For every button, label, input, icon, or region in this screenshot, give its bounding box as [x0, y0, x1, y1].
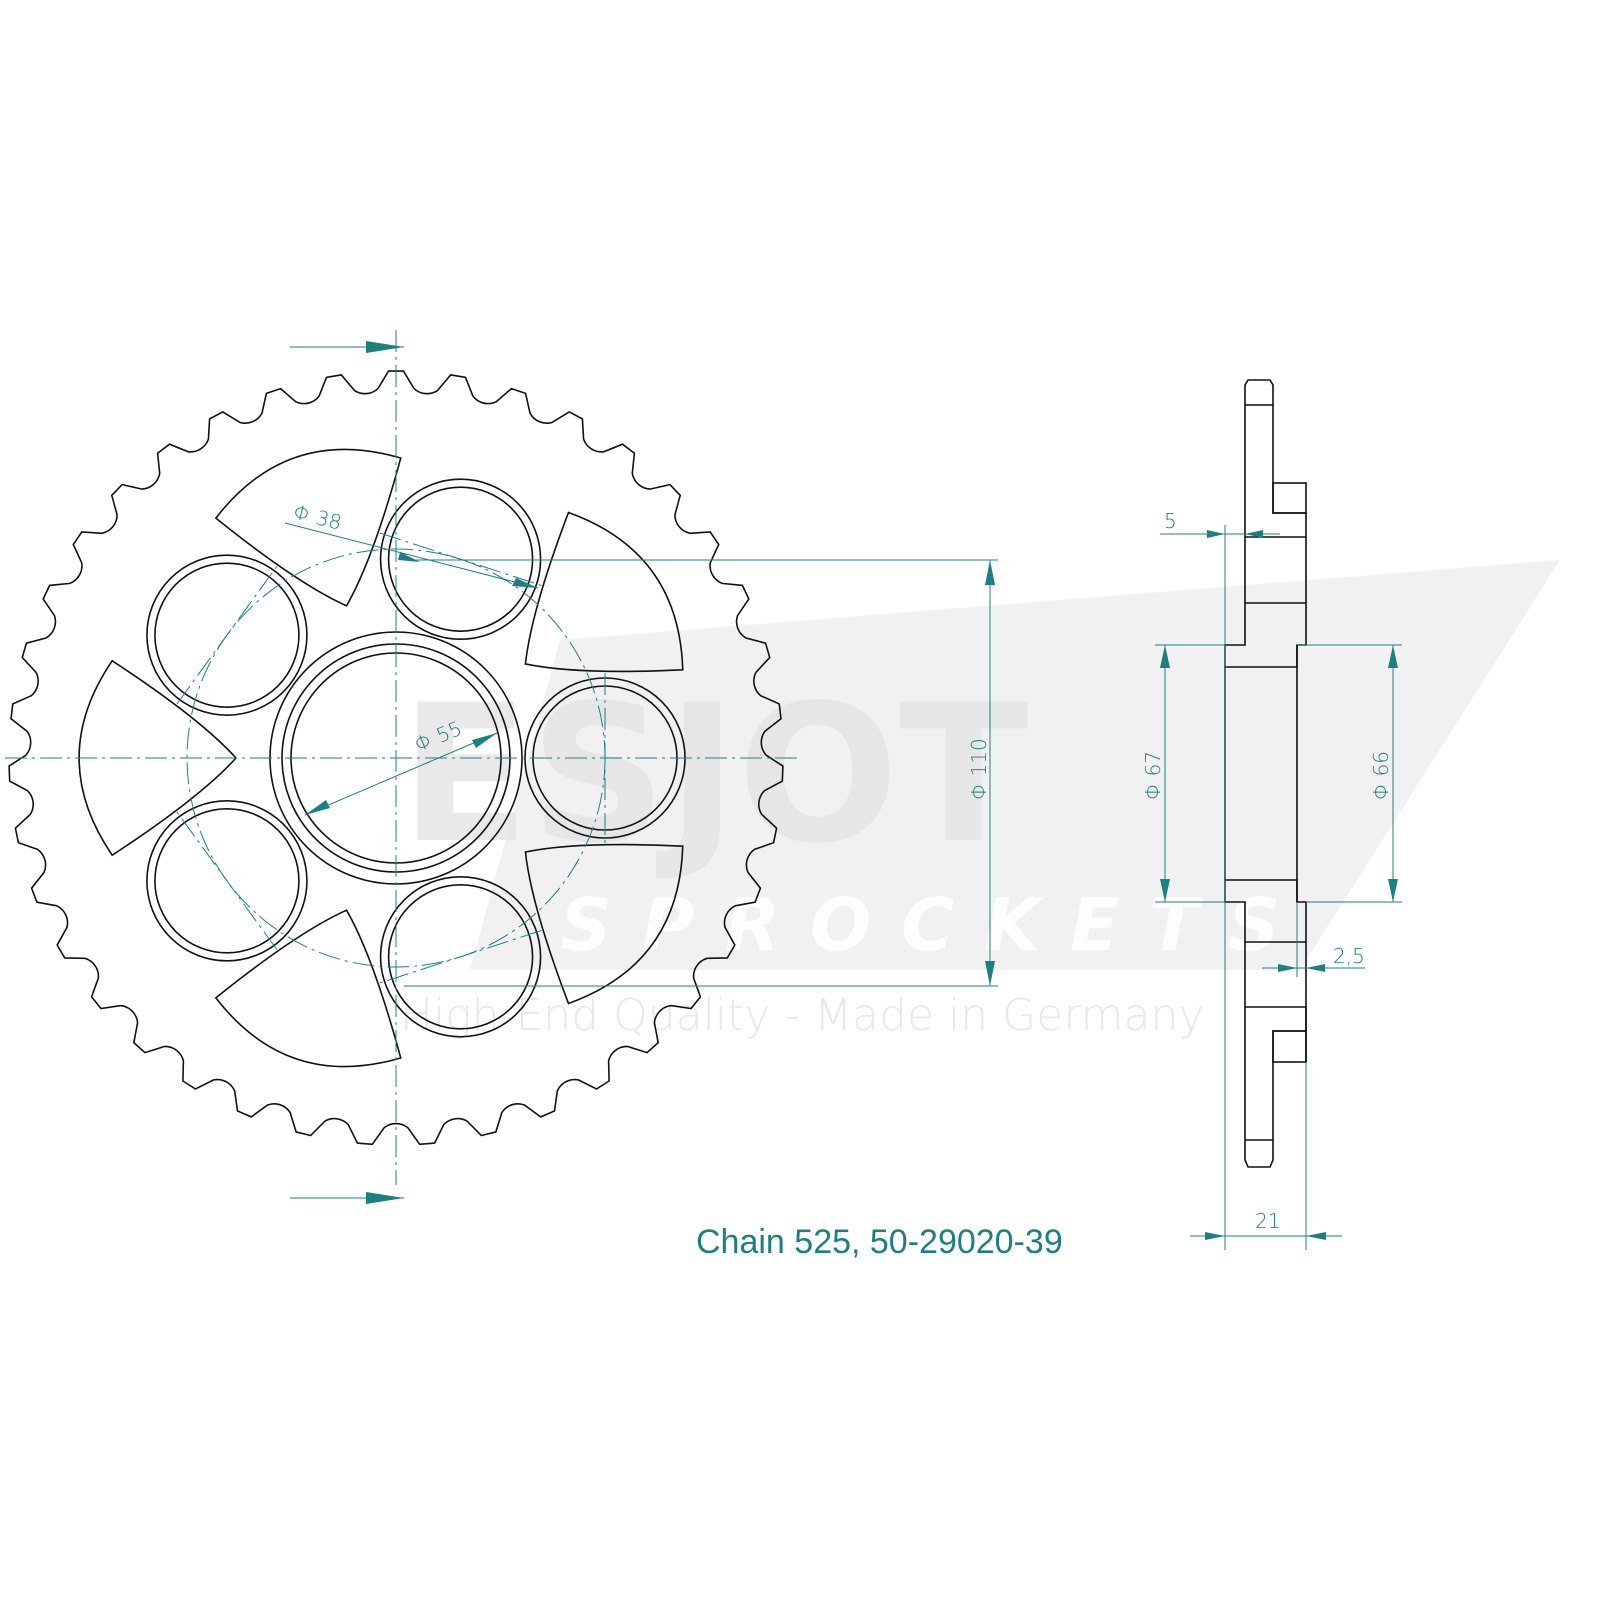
- mounting-hole-outer: [146, 800, 308, 962]
- watermark: ESJOT SPROCKETS High-End Quality - Made …: [400, 560, 1560, 1041]
- pcd-label: Φ 110: [967, 738, 991, 800]
- watermark-brand: ESJOT: [400, 664, 1028, 885]
- mounting-hole-outer: [146, 554, 308, 716]
- section-arrow-bottom: [366, 1192, 404, 1204]
- hub-dia-left-label: Φ 67: [1141, 751, 1165, 800]
- lightening-cutouts: [78, 448, 684, 1068]
- step-label: 2,5: [1333, 944, 1365, 968]
- hole-axis: [176, 566, 278, 705]
- mounting-hole: [154, 562, 300, 708]
- lightening-cutout: [214, 909, 402, 1068]
- mounting-hole-outer: [379, 875, 542, 1038]
- watermark-tagline: High-End Quality - Made in Germany: [400, 990, 1204, 1041]
- hub-dia-right-label: Φ 66: [1369, 751, 1393, 800]
- mounting-hole: [154, 808, 300, 954]
- mounting-hole: [387, 883, 534, 1030]
- offset-label: 5: [1164, 509, 1177, 533]
- lightening-cutout: [524, 511, 684, 673]
- width-label: 21: [1255, 1209, 1280, 1233]
- sprocket-section-view: 5 Φ 67 Φ 66 2,5 21: [1141, 379, 1402, 1250]
- sprocket-teeth-outline: [8, 370, 784, 1146]
- mounting-hole: [387, 486, 534, 633]
- hole-axis: [379, 532, 542, 586]
- watermark-sub: SPROCKETS: [560, 883, 1310, 967]
- hole-axis: [176, 811, 278, 950]
- hole-diameter-label: Φ 38: [291, 500, 344, 535]
- mounting-hole-outer: [379, 478, 542, 641]
- hole-axis: [379, 930, 542, 984]
- lightening-cutout: [214, 448, 402, 607]
- section-arrow-top: [366, 341, 404, 353]
- drawing-title: Chain 525, 50-29020-39: [696, 1223, 1063, 1261]
- lightening-cutout: [524, 843, 684, 1005]
- sprocket-front-view: Φ 38 Φ 55 Φ 110: [5, 330, 998, 1204]
